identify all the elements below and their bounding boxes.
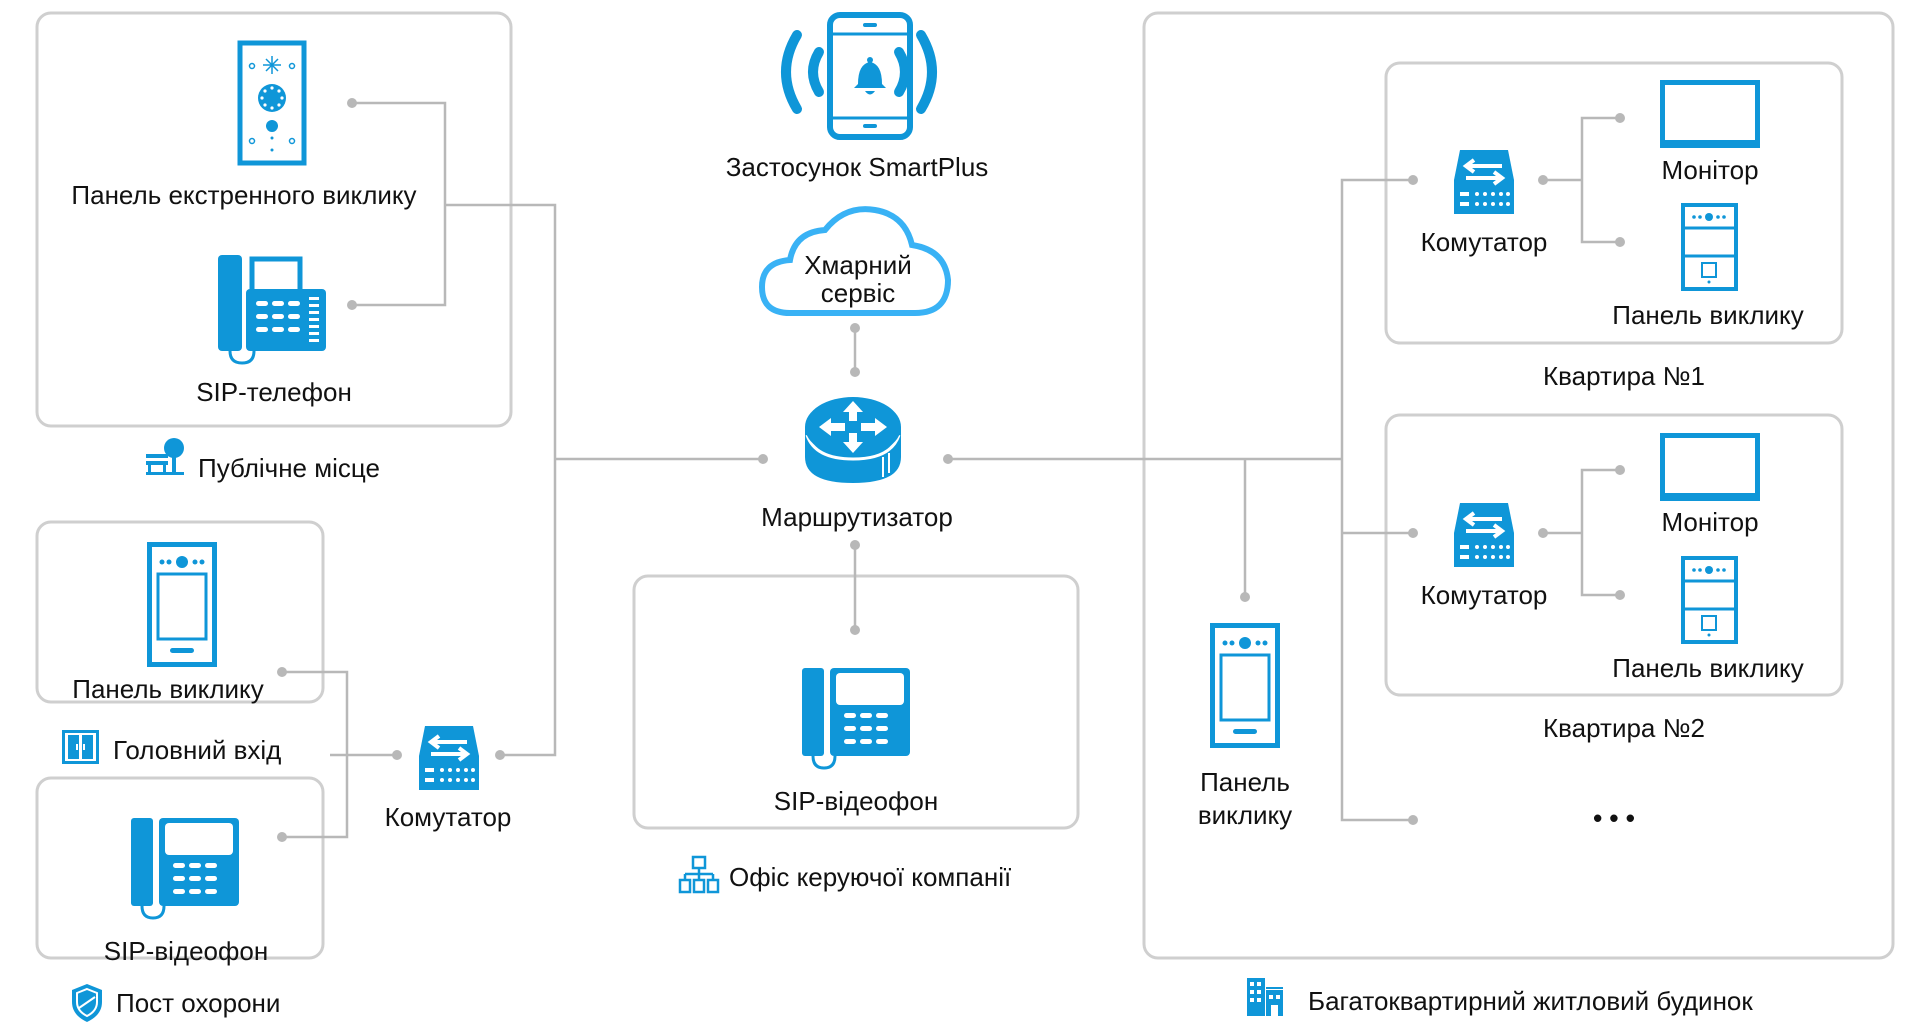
door-station-icon <box>1213 626 1278 746</box>
indoor-panel-icon <box>1681 556 1738 644</box>
sip-videophone-icon <box>129 816 241 920</box>
building-icon <box>1247 978 1283 1016</box>
apt1-monitor-label: Монітор <box>1661 155 1758 185</box>
entrance-panel-label: Панель виклику <box>72 674 263 704</box>
public-place-label: Публічне місце <box>198 453 380 483</box>
router-icon <box>805 397 901 483</box>
apartment-building-frame <box>1142 11 1895 960</box>
network-switch-icon <box>1452 501 1516 569</box>
sip-videophone-icon <box>800 666 912 770</box>
monitor-icon <box>1660 83 1760 149</box>
building-panel-label-line2: виклику <box>1198 800 1292 830</box>
connection-dots <box>277 98 1625 842</box>
apartment-1-label: Квартира №1 <box>1543 361 1705 391</box>
shield-icon <box>72 984 102 1022</box>
door-station-icon <box>150 545 215 665</box>
more-apartments-ellipsis: • • • <box>1593 803 1635 833</box>
cloud-label-line1: Хмарний <box>804 250 912 280</box>
smartplus-app-label: Застосунок SmartPlus <box>726 152 989 182</box>
apartment-2-frame <box>1384 413 1844 697</box>
sip-phone-icon <box>218 255 326 365</box>
left-switch-label: Комутатор <box>385 802 512 832</box>
sip-phone-label: SIP-телефон <box>196 377 352 407</box>
cloud-label-line2: сервіс <box>821 278 896 308</box>
office-videophone-label: SIP-відеофон <box>774 786 938 816</box>
monitor-icon <box>1660 436 1760 502</box>
park-bench-tree-icon <box>146 438 184 475</box>
network-switch-icon <box>417 724 481 792</box>
emergency-panel-label: Панель екстренного виклику <box>71 180 416 210</box>
security-post-label: Пост охорони <box>116 988 280 1018</box>
network-switch-icon <box>1452 148 1516 216</box>
door-icon <box>62 730 99 764</box>
apt2-panel-label: Панель виклику <box>1612 653 1803 683</box>
management-office-label: Офіс керуючої компанії <box>729 862 1011 892</box>
apt2-monitor-label: Монітор <box>1661 507 1758 537</box>
security-post-frame <box>35 776 325 960</box>
router-label: Маршрутизатор <box>761 502 953 532</box>
connection-lines <box>282 101 1620 839</box>
guard-videophone-label: SIP-відеофон <box>104 936 268 966</box>
apartment-building-label: Багатоквартирний житловий будинок <box>1308 986 1753 1016</box>
apt1-switch-label: Комутатор <box>1421 227 1548 257</box>
cloud-icon <box>758 206 952 316</box>
building-panel-label-line1: Панель <box>1200 767 1290 797</box>
main-entrance-label: Головний вхід <box>113 735 281 765</box>
smartphone-bell-icon <box>781 12 937 140</box>
apt2-switch-label: Комутатор <box>1421 580 1548 610</box>
emergency-call-panel-icon <box>237 40 307 166</box>
indoor-panel-icon <box>1681 203 1738 291</box>
apartment-2-label: Квартира №2 <box>1543 713 1705 743</box>
public-place-frame <box>35 11 513 428</box>
apartment-1-frame <box>1384 61 1844 345</box>
org-chart-icon <box>678 855 720 894</box>
main-entrance-frame <box>35 520 325 704</box>
apt1-panel-label: Панель виклику <box>1612 300 1803 330</box>
